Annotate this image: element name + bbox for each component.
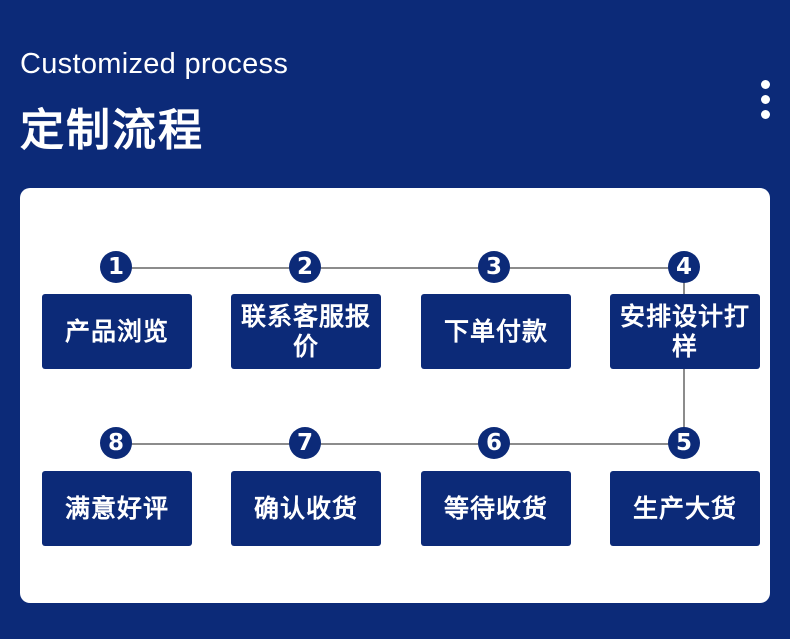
step-box-mass-production[interactable]: 生产大货: [610, 471, 760, 546]
step-box-product-browse[interactable]: 产品浏览: [42, 294, 192, 369]
step-number: 1: [100, 251, 132, 283]
step-box-contact-service[interactable]: 联系客服报价: [231, 294, 381, 369]
connector-row-2: [116, 443, 684, 445]
more-vertical-icon[interactable]: [754, 78, 778, 122]
step-box-await-delivery[interactable]: 等待收货: [421, 471, 571, 546]
step-box-design-sample[interactable]: 安排设计打样: [610, 294, 760, 369]
step-label: 联系客服报价: [240, 301, 371, 361]
step-number: 8: [100, 427, 132, 459]
menu-dot: [761, 95, 770, 104]
menu-dot: [761, 110, 770, 119]
step-label: 生产大货: [632, 493, 737, 523]
step-box-satisfied-review[interactable]: 满意好评: [42, 471, 192, 546]
step-number: 3: [478, 251, 510, 283]
step-label: 下单付款: [443, 316, 548, 346]
page-subtitle: Customized process: [20, 48, 289, 80]
step-label: 确认收货: [253, 493, 358, 523]
process-card: 1 2 3 4 产品浏览 联系客服报价 下单付款 安排设计打样 8 7 6 5 …: [20, 188, 770, 603]
step-number: 2: [289, 251, 321, 283]
step-number: 4: [668, 251, 700, 283]
step-number: 6: [478, 427, 510, 459]
step-label: 等待收货: [443, 493, 548, 523]
step-box-order-payment[interactable]: 下单付款: [421, 294, 571, 369]
step-number: 7: [289, 427, 321, 459]
connector-row-1: [116, 267, 684, 269]
step-number: 5: [668, 427, 700, 459]
menu-dot: [761, 80, 770, 89]
page-title: 定制流程: [20, 105, 204, 156]
step-label: 产品浏览: [64, 316, 169, 346]
step-box-confirm-receipt[interactable]: 确认收货: [231, 471, 381, 546]
step-label: 满意好评: [64, 493, 169, 523]
step-label: 安排设计打样: [619, 301, 750, 361]
